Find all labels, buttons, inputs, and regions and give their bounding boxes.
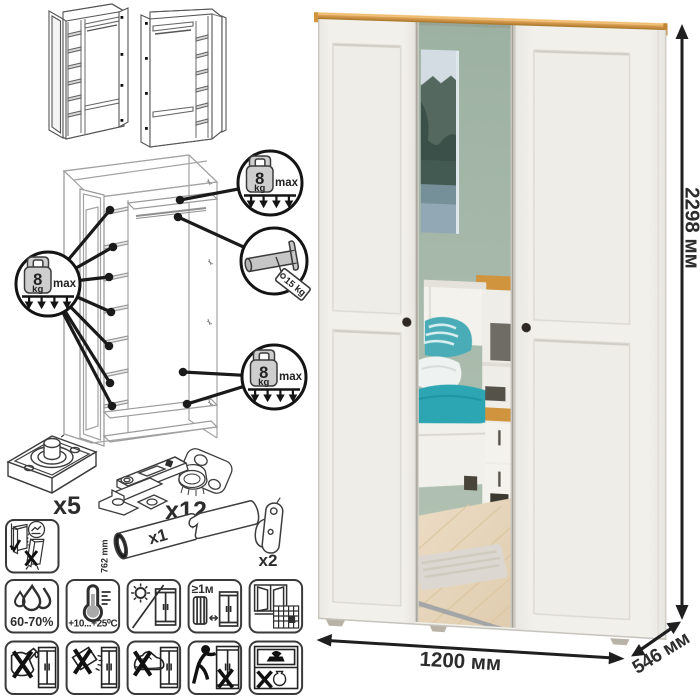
svg-text:21: 21 [289, 618, 295, 624]
svg-text:x5: x5 [53, 492, 81, 520]
svg-text:2298 мм: 2298 мм [681, 187, 700, 269]
svg-text:+10...+25⁰C: +10...+25⁰C [68, 619, 117, 630]
svg-text:x1: x1 [146, 525, 169, 548]
svg-text:762 mm: 762 mm [100, 539, 110, 573]
svg-text:≥1м: ≥1м [192, 582, 214, 596]
svg-text:1200 мм: 1200 мм [419, 648, 502, 676]
svg-text:60-70%: 60-70% [10, 615, 53, 629]
svg-text:x2: x2 [259, 551, 278, 570]
